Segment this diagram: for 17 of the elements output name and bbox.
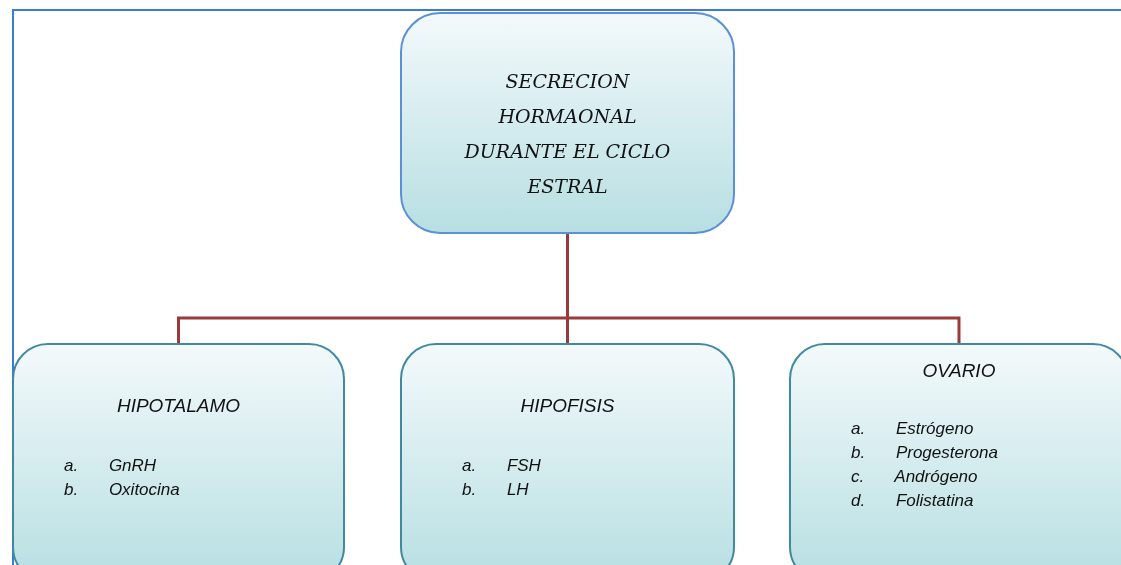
box-heading: HIPOFISIS bbox=[520, 395, 615, 417]
rounded-box bbox=[400, 12, 735, 234]
box-title: SECRECION HORMAONAL DURANTE EL CICLO ESTRAL bbox=[463, 69, 672, 199]
list-item: a. GnRH bbox=[64, 455, 157, 477]
box-heading: OVARIO bbox=[922, 360, 996, 382]
list-item: c. Andrógeno bbox=[851, 466, 978, 488]
connector-line bbox=[566, 234, 961, 343]
list-item: b. Progesterona bbox=[851, 442, 998, 464]
rounded-box bbox=[400, 343, 735, 565]
box-heading: HIPOTALAMO bbox=[116, 395, 241, 417]
list-item: a. Estrógeno bbox=[851, 418, 974, 440]
rounded-box bbox=[789, 343, 1121, 565]
list-item: b. LH bbox=[462, 479, 529, 501]
list-item: b. Oxitocina bbox=[64, 479, 180, 501]
list-item: a. FSH bbox=[462, 455, 541, 477]
list-item: d. Folistatina bbox=[851, 490, 974, 512]
rounded-box bbox=[12, 343, 345, 565]
